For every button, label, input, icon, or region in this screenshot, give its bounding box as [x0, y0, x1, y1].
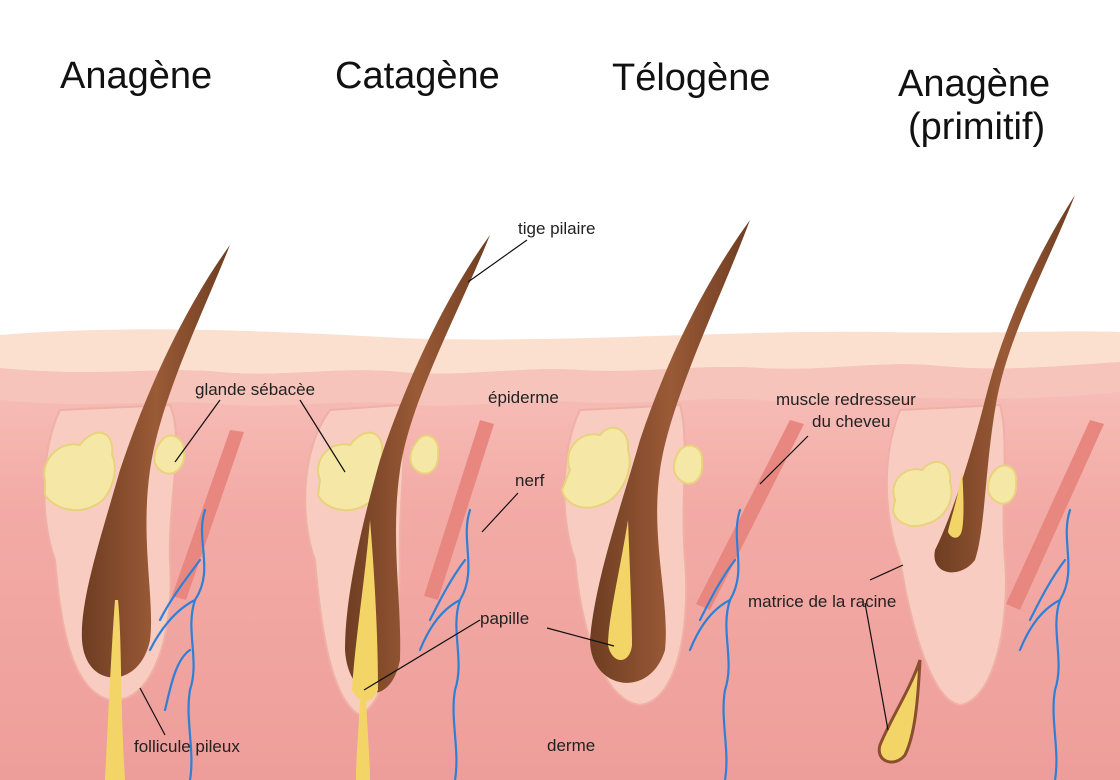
label-derme: derme: [547, 736, 596, 755]
sebaceous-glands: [43, 426, 1018, 528]
stage-title-telogene: Télogène: [612, 57, 771, 99]
label-follicule-pileux: follicule pileux: [134, 737, 240, 756]
epidermis-layer: [0, 329, 1120, 406]
label-muscle-line2: du cheveu: [812, 412, 891, 431]
label-matrice-racine: matrice de la racine: [748, 592, 897, 611]
stage-title-catagene: Catagène: [335, 55, 500, 97]
label-papille: papille: [480, 609, 530, 628]
label-epiderme: épiderme: [488, 388, 559, 407]
stage-title-anagene-primitif-line1: Anagène: [898, 63, 1051, 105]
stage-title-anagene-primitif-line2: (primitif): [908, 106, 1046, 148]
nerves: [148, 508, 1072, 780]
leader-lines: [139, 239, 904, 736]
label-glande-sebacee: glande sébacèe: [195, 380, 316, 399]
stage-title-anagene: Anagène: [60, 55, 213, 97]
arrector-muscles: [172, 420, 1104, 610]
hair-shafts: [81, 195, 1075, 780]
label-nerf: nerf: [515, 471, 545, 490]
label-muscle-line1: muscle redresseur: [776, 390, 916, 409]
label-tige-pilaire: tige pilaire: [518, 219, 596, 238]
